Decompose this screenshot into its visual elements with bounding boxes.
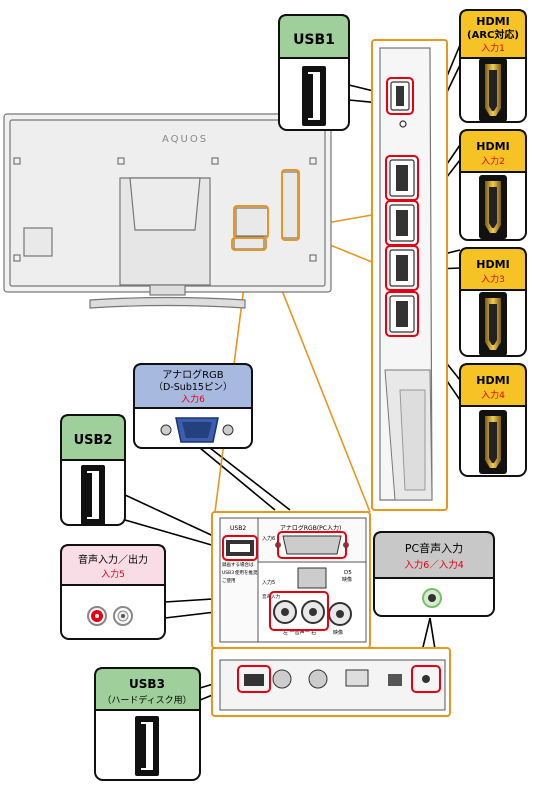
callout-audio-io: 音声入力／出力 入力5 — [60, 544, 166, 640]
svg-text:音声入力: 音声入力 — [262, 593, 280, 600]
callout-hdmi2: HDMI 入力2 — [459, 129, 527, 241]
rear-port-highlights — [222, 531, 347, 631]
svg-text:入力4: 入力4 — [481, 389, 505, 401]
usb1-title: USB1 — [293, 32, 335, 48]
svg-text:映像: 映像 — [333, 629, 343, 636]
usb-port-icon — [81, 465, 105, 525]
svg-text:左 一音声一 右: 左 一音声一 右 — [283, 629, 316, 636]
dsub-port-icon — [160, 417, 234, 443]
svg-text:USB2: USB2 — [74, 433, 113, 448]
svg-text:入力6: 入力6 — [262, 535, 275, 542]
svg-text:入力6／入力4: 入力6／入力4 — [404, 559, 464, 571]
usb-port-icon — [302, 66, 326, 126]
svg-text:入力2: 入力2 — [481, 155, 505, 167]
aquos-logo: AQUOS — [162, 134, 208, 145]
hdmi-port-icon — [479, 410, 507, 474]
side-port-highlights — [385, 77, 419, 337]
svg-text:アナログRGB: アナログRGB — [162, 368, 223, 381]
svg-text:USB3: USB3 — [129, 677, 165, 691]
svg-text:映像: 映像 — [342, 576, 352, 583]
svg-text:HDMI: HDMI — [476, 140, 509, 153]
svg-text:ご使用: ご使用 — [222, 577, 236, 584]
svg-text:アナログRGB(PC入力): アナログRGB(PC入力) — [280, 524, 341, 532]
callout-hdmi3: HDMI 入力3 — [459, 247, 527, 357]
callout-pc-audio: PC音声入力 入力6／入力4 — [373, 531, 495, 617]
callout-usb3: USB3 （ハードディスク用） — [94, 667, 201, 781]
bottom-port-highlights — [237, 665, 441, 693]
svg-text:（ハードディスク用）: （ハードディスク用） — [102, 694, 191, 706]
hdmi-port-icon — [479, 175, 507, 239]
svg-text:HDMI: HDMI — [476, 258, 509, 271]
svg-text:入力1: 入力1 — [481, 42, 505, 54]
rca-jack-icon — [87, 606, 133, 626]
svg-text:入力6: 入力6 — [181, 393, 205, 405]
hdmi-port-icon — [479, 292, 507, 356]
svg-text:PC音声入力: PC音声入力 — [405, 541, 463, 555]
rear-panel-labels: USB2 アナログRGB(PC入力) 入力6 録画する場合は USB3 使用を推… — [222, 524, 352, 636]
svg-text:USB2: USB2 — [230, 525, 246, 532]
svg-text:USB3: USB3 — [222, 570, 234, 576]
svg-text:入力3: 入力3 — [481, 273, 505, 285]
svg-text:(ARC対応): (ARC対応) — [467, 28, 519, 41]
rear-panel — [211, 511, 371, 649]
usb-port-icon — [135, 716, 159, 776]
bottom-panel — [211, 647, 451, 717]
callout-usb2: USB2 — [60, 414, 126, 526]
svg-text:D5: D5 — [344, 570, 352, 576]
svg-text:録画する場合は: 録画する場合は — [222, 561, 254, 568]
mini-jack-icon — [422, 588, 442, 608]
tv-rear-view — [3, 113, 332, 309]
tv-highlight-bottom — [231, 237, 267, 251]
callout-analog-rgb: アナログRGB （D-Sub15ピン） 入力6 — [133, 363, 253, 449]
svg-text:入力5: 入力5 — [262, 579, 275, 586]
svg-text:音声入力／出力: 音声入力／出力 — [78, 553, 148, 566]
svg-text:入力5: 入力5 — [101, 568, 125, 580]
svg-text:使用を推奨: 使用を推奨 — [235, 569, 258, 576]
svg-text:（D-Sub15ピン）: （D-Sub15ピン） — [154, 381, 233, 393]
tv-highlight-hdmi — [281, 169, 300, 241]
hdmi-port-icon — [479, 58, 507, 122]
side-panel — [371, 39, 448, 511]
svg-text:HDMI: HDMI — [476, 374, 509, 387]
callout-hdmi1: HDMI (ARC対応) 入力1 — [459, 9, 527, 123]
svg-text:HDMI: HDMI — [476, 15, 509, 28]
callout-usb1: USB1 — [278, 14, 350, 131]
callout-hdmi4: HDMI 入力4 — [459, 363, 527, 477]
